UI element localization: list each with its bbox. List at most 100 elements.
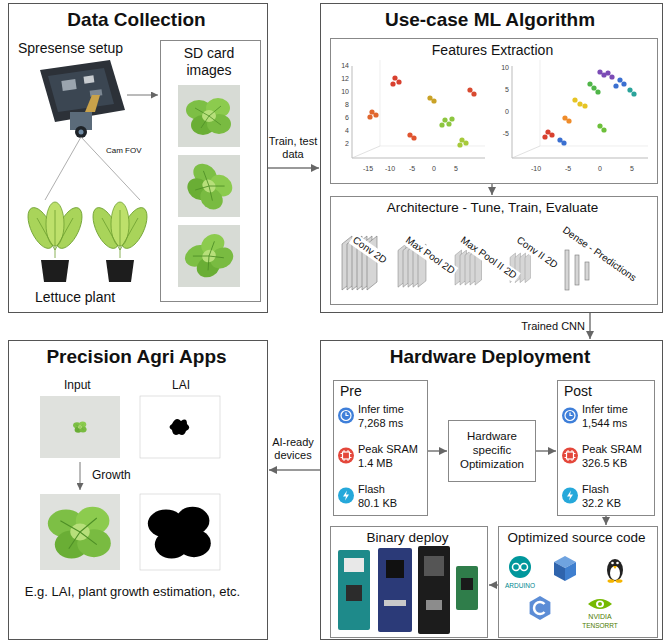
scatter-plot-left-part [471, 91, 476, 96]
scatter-plot-left-part [396, 79, 401, 84]
dev-boards-part [344, 558, 364, 572]
scatter-plot-right-part [621, 81, 626, 86]
metric-label: Peak SRAM [582, 443, 642, 456]
axis-tick: -5 [560, 165, 576, 173]
camera-link-arrow [127, 95, 158, 96]
process-box: Binary deploy [330, 526, 488, 638]
toolchain-logos-part [530, 596, 551, 620]
flow-arrow [491, 184, 493, 195]
panel-title: Use-case ML Algorithm [321, 9, 659, 32]
spresense-board-part [75, 126, 87, 138]
dev-boards-part [386, 560, 404, 578]
metric-icons-part [562, 448, 578, 464]
scatter-plot-right-part [577, 101, 582, 106]
layer-label: Conv 2D [349, 233, 391, 267]
scatter-plot-right-part [587, 81, 592, 86]
scatter-plot-left-part [373, 112, 378, 117]
scatter-plot-left-part [446, 121, 451, 126]
layer-label: Max Pool 2D [402, 233, 459, 278]
cnn-layers-part [565, 250, 569, 290]
scatter-plot-left-part [352, 158, 485, 159]
scatter-plot-left-part [411, 135, 416, 140]
axis-tick: -10 [528, 165, 544, 173]
scatter-plot-right-part [597, 123, 602, 128]
spresense-board-part [48, 68, 114, 112]
sd-card-photos-part [178, 155, 240, 217]
toolchain-logos-part [554, 562, 565, 581]
scatter-plot-right-part [561, 140, 566, 145]
lai-images-part [140, 494, 220, 570]
scatter-plot-right [512, 60, 648, 158]
axis-tick: -10 [382, 165, 398, 173]
axis-tick: 8 [334, 101, 349, 109]
scatter-plot-right-part [591, 85, 596, 90]
box-heading: SD card images [161, 45, 257, 79]
lai-images-part [80, 462, 81, 490]
panel-title: Precision Agri Apps [9, 346, 264, 369]
axis-tick: -5 [494, 130, 509, 138]
scatter-plot-right-part [627, 87, 632, 92]
logo-text: ARDUINO [504, 582, 536, 590]
toolchain-logos-part [565, 562, 576, 581]
scatter-plot-right-part [566, 118, 571, 123]
flow-arrow [269, 469, 320, 471]
scatter-plot-left-part [352, 146, 380, 158]
lettuce-plants-part [23, 202, 88, 282]
scatter-plot-right-part [617, 77, 622, 82]
dev-boards-part [384, 600, 406, 606]
dev-boards-part [456, 566, 478, 610]
axis-tick: -15 [360, 165, 376, 173]
axis-tick: 6 [334, 114, 349, 122]
cnn-layers-part [520, 253, 526, 283]
toolchain-logos-part [607, 559, 623, 581]
axis-tick: 10 [494, 64, 509, 72]
edge-label: Trained CNN [505, 320, 585, 333]
toolchain-logos-part [611, 562, 614, 565]
cnn-layers-part [525, 253, 531, 283]
box-heading: Post [564, 383, 592, 400]
part-label: Lettuce plant [35, 289, 115, 306]
axis-tick: 5 [448, 165, 464, 173]
toolchain-logos-part [613, 566, 617, 569]
layer-label: Max Pool II 2D [457, 233, 521, 283]
sd-card-photos [178, 85, 240, 287]
box-heading: Optimized source code [499, 530, 654, 546]
scatter-plot-left-part [380, 146, 485, 147]
image-box: SD card images [160, 40, 261, 302]
metrics-box: PreInfer time7,268 msPeak SRAM1.4 MBFlas… [333, 380, 428, 516]
process-box: Features Extraction [330, 38, 658, 184]
lai-images [40, 396, 220, 570]
edge-label: Train, test data [268, 135, 318, 161]
scatter-plot-left-part [463, 140, 468, 145]
lai-images-part [40, 494, 120, 570]
metric-value: 326.5 KB [582, 457, 627, 470]
panel: Hardware DeploymentPreInfer time7,268 ms… [320, 340, 663, 640]
spresense-board-part [83, 75, 94, 83]
toolchain-logos-part [610, 566, 620, 580]
process-box: Hardware specific Optimization [448, 420, 536, 482]
spresense-board-part [61, 79, 76, 91]
dev-boards [338, 546, 478, 634]
scatter-plot-right-part [549, 132, 554, 137]
scatter-plot-left-part [390, 81, 395, 86]
scatter-plot-right-part [609, 74, 614, 79]
axis-tick: 0 [592, 165, 608, 173]
metric-label: Peak SRAM [358, 443, 418, 456]
box-heading: Architecture - Tune, Train, Evaluate [331, 200, 654, 216]
axis-tick: 5 [494, 86, 509, 94]
sd-card-photos-part [186, 98, 231, 135]
box-heading: Features Extraction [331, 42, 654, 59]
scatter-plot-right-part [601, 127, 606, 132]
metric-value: 7,268 ms [358, 417, 403, 430]
metric-icons-part [562, 488, 578, 504]
cnn-layers-part [585, 262, 589, 280]
toolchain-logos-part [596, 601, 604, 608]
panel-title: Hardware Deployment [321, 346, 659, 369]
axis-tick: -5 [404, 165, 420, 173]
scatter-plot-right-part [613, 83, 618, 88]
spresense-board [40, 60, 125, 138]
box-label: Hardware specific Optimization [452, 430, 532, 471]
metric-label: Flash [582, 483, 609, 496]
sd-card-photos-part [178, 85, 240, 147]
scatter-plot-right-part [595, 89, 600, 94]
